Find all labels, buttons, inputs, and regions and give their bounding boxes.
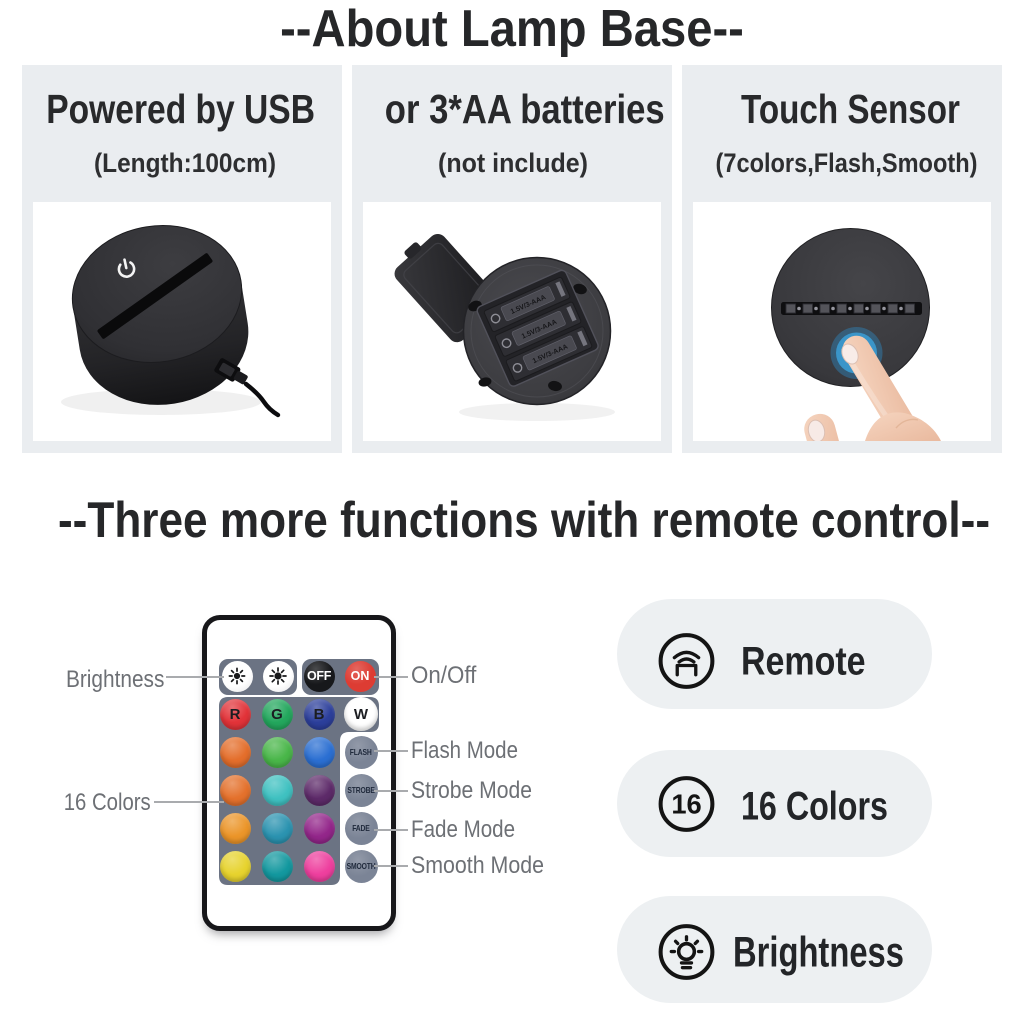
callout-line bbox=[166, 676, 224, 678]
callout-line bbox=[374, 750, 408, 752]
remote-color-button[interactable] bbox=[303, 774, 335, 806]
feature-label: Remote bbox=[741, 639, 866, 684]
brightness-up-button[interactable] bbox=[262, 660, 294, 692]
svg-text:16: 16 bbox=[671, 788, 701, 819]
panel-heading: Touch Sensor bbox=[741, 86, 960, 132]
touch-sensor-photo bbox=[693, 202, 991, 441]
sun-dim-icon bbox=[228, 667, 246, 685]
remote-color-button[interactable] bbox=[303, 850, 335, 882]
remote-mode-button-flash[interactable]: FLASH bbox=[344, 735, 378, 769]
panel-usb-power: Powered by USB (Length:100cm) bbox=[22, 65, 342, 453]
panel-touch-sensor: Touch Sensor (7colors,Flash,Smooth) bbox=[682, 65, 1002, 453]
led-strip bbox=[781, 302, 922, 315]
callout-line bbox=[374, 865, 408, 867]
power-touch-icon bbox=[117, 258, 136, 278]
callout-strobe-mode: Strobe Mode bbox=[411, 777, 533, 804]
remote-color-button[interactable] bbox=[261, 850, 293, 882]
remote-color-button[interactable] bbox=[303, 812, 335, 844]
remote-color-button[interactable] bbox=[219, 774, 251, 806]
callout-line bbox=[374, 829, 408, 831]
callout-line bbox=[374, 790, 408, 792]
remote-color-button[interactable] bbox=[261, 812, 293, 844]
callout-brightness: Brightness bbox=[65, 666, 164, 693]
remote-color-button[interactable] bbox=[219, 812, 251, 844]
remote-mode-button-strobe[interactable]: STROBE bbox=[344, 773, 378, 807]
callout-on-off: On/Off bbox=[411, 662, 477, 689]
remote-color-button-r[interactable]: R bbox=[219, 698, 251, 730]
panel-subheading: (Length:100cm) bbox=[94, 148, 276, 178]
brightness-down-button[interactable] bbox=[221, 660, 253, 692]
callout-16-colors: 16 Colors bbox=[63, 789, 151, 816]
panel-heading: Powered by USB bbox=[46, 86, 315, 132]
page-title-middle: --Three more functions with remote contr… bbox=[57, 492, 991, 548]
finger bbox=[804, 335, 941, 441]
page-title-top: --About Lamp Base-- bbox=[280, 0, 744, 58]
callout-line bbox=[154, 801, 224, 803]
power-off-button[interactable]: OFF bbox=[303, 660, 335, 692]
remote-color-button[interactable] bbox=[261, 736, 293, 768]
panel-subheading: (not include) bbox=[437, 148, 588, 178]
sixteen-colors-icon: 16 bbox=[658, 775, 715, 832]
remote-color-button-g[interactable]: G bbox=[261, 698, 293, 730]
feature-label: 16 Colors bbox=[741, 784, 888, 829]
lamp-slot bbox=[97, 253, 213, 339]
remote-color-button-b[interactable]: B bbox=[303, 698, 335, 730]
callout-fade-mode: Fade Mode bbox=[411, 816, 516, 843]
remote-color-button[interactable] bbox=[219, 850, 251, 882]
feature-label: Brightness bbox=[733, 928, 904, 976]
panel-heading: or 3*AA batteries bbox=[384, 86, 665, 132]
remote-mode-button-fade[interactable]: FADE bbox=[344, 811, 378, 845]
power-on-button[interactable]: ON bbox=[344, 660, 376, 692]
remote-color-button[interactable] bbox=[219, 736, 251, 768]
remote-color-button[interactable] bbox=[303, 736, 335, 768]
remote-color-button[interactable] bbox=[261, 774, 293, 806]
panel-subheading: (7colors,Flash,Smooth) bbox=[715, 148, 978, 178]
usb-lamp-base-photo bbox=[33, 202, 331, 441]
feature-pill-16-colors: 16 16 Colors bbox=[617, 750, 932, 857]
callout-line bbox=[374, 676, 408, 678]
battery-compartment-photo: 1.5V/3-AAA 1.5V/3-AAA 1.5V/3-AAA bbox=[363, 202, 661, 441]
remote-mode-button-smooth[interactable]: SMOOTH bbox=[344, 849, 378, 883]
battery-slots: 1.5V/3-AAA 1.5V/3-AAA 1.5V/3-AAA bbox=[476, 269, 599, 387]
callout-flash-mode: Flash Mode bbox=[411, 737, 518, 764]
feature-pill-brightness: Brightness bbox=[617, 896, 932, 1003]
remote-icon bbox=[658, 633, 715, 689]
usb-cable bbox=[214, 358, 281, 418]
brightness-icon bbox=[658, 923, 715, 980]
panel-battery-power: or 3*AA batteries (not include) bbox=[352, 65, 672, 453]
remote-keypad-panel bbox=[219, 697, 379, 885]
callout-smooth-mode: Smooth Mode bbox=[411, 852, 544, 879]
feature-pill-remote: Remote bbox=[617, 599, 932, 709]
remote-color-button-w[interactable]: W bbox=[344, 697, 378, 731]
sun-bright-icon bbox=[269, 667, 287, 685]
